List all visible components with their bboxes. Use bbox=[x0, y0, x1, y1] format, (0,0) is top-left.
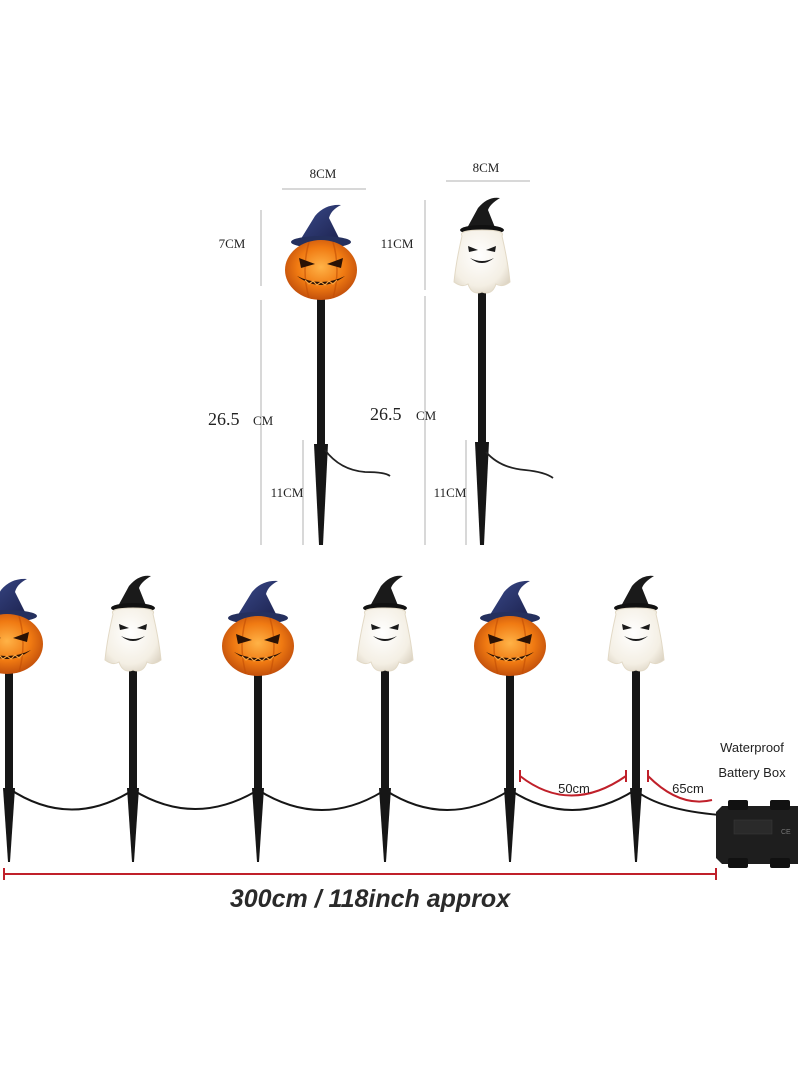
pumpkin-light-head bbox=[473, 580, 547, 677]
pumpkin-detail: 8CM 7CM 26.5 CM 11CM bbox=[208, 166, 391, 545]
ghost-width-label: 8CM bbox=[473, 160, 500, 175]
row-stake bbox=[129, 668, 137, 792]
row-stake bbox=[5, 660, 13, 790]
pumpkin-spike bbox=[314, 444, 328, 545]
row-stake bbox=[506, 664, 514, 792]
ce-mark-icon: CE bbox=[781, 829, 791, 836]
spacing-label: 50cm bbox=[558, 781, 590, 796]
row-light-2 bbox=[104, 575, 162, 862]
ghost-stake-height-unit: CM bbox=[416, 408, 437, 423]
ghost-stake bbox=[478, 292, 486, 444]
ghost-head-height-label: 11CM bbox=[381, 236, 414, 251]
ghost-cable bbox=[485, 451, 554, 479]
row-light-1 bbox=[0, 578, 44, 862]
row-light-4 bbox=[356, 575, 414, 862]
row-spike bbox=[3, 788, 15, 862]
battery-label-line2: Battery Box bbox=[718, 765, 786, 780]
row-light-6 bbox=[607, 575, 665, 862]
ghost-spike-label: 11CM bbox=[434, 485, 467, 500]
ghost-light-head bbox=[356, 575, 414, 672]
pumpkin-stake bbox=[317, 298, 325, 446]
ghost-spike bbox=[475, 442, 489, 545]
row-light-3 bbox=[221, 580, 295, 862]
battery-label-line1: Waterproof bbox=[720, 740, 784, 755]
pumpkin-stake-height-unit: CM bbox=[253, 413, 274, 428]
ghost-light-head bbox=[104, 575, 162, 672]
light-row: 50cm 65cm Waterproof Battery Box CE 300c… bbox=[0, 575, 798, 913]
row-spike bbox=[504, 788, 516, 862]
row-stake bbox=[381, 668, 389, 792]
lead-label: 65cm bbox=[672, 781, 704, 796]
total-length-label: 300cm / 118inch approx bbox=[230, 885, 511, 913]
pumpkin-head-height-label: 7CM bbox=[219, 236, 246, 251]
ghost-stake-height-value: 26.5 bbox=[370, 404, 402, 424]
lead-arc bbox=[647, 775, 713, 803]
ghost-light-head bbox=[453, 197, 511, 294]
ghost-light-head bbox=[607, 575, 665, 672]
lead-indicator: 65cm bbox=[647, 770, 713, 803]
pumpkin-cable bbox=[324, 449, 391, 477]
row-spike bbox=[127, 788, 139, 862]
battery-box-label-plate bbox=[733, 819, 773, 835]
pumpkin-spike-label: 11CM bbox=[271, 485, 304, 500]
pumpkin-light-head bbox=[284, 204, 358, 301]
pumpkin-stake-height-value: 26.5 bbox=[208, 409, 240, 429]
row-spike bbox=[379, 788, 391, 862]
connecting-cable bbox=[7, 787, 721, 816]
row-spike bbox=[630, 788, 642, 862]
pumpkin-width-label: 8CM bbox=[310, 166, 337, 181]
row-stake bbox=[254, 664, 262, 792]
spacing-indicator: 50cm bbox=[519, 770, 627, 797]
pumpkin-light-head bbox=[221, 580, 295, 677]
ghost-detail: 8CM 11CM 26.5 CM 11CM bbox=[370, 160, 554, 545]
row-spike bbox=[252, 788, 264, 862]
row-light-5 bbox=[473, 580, 547, 862]
row-stake bbox=[632, 668, 640, 792]
battery-box: Waterproof Battery Box CE bbox=[716, 740, 798, 868]
pumpkin-light-head bbox=[0, 578, 44, 675]
spacing-arc bbox=[519, 775, 627, 797]
